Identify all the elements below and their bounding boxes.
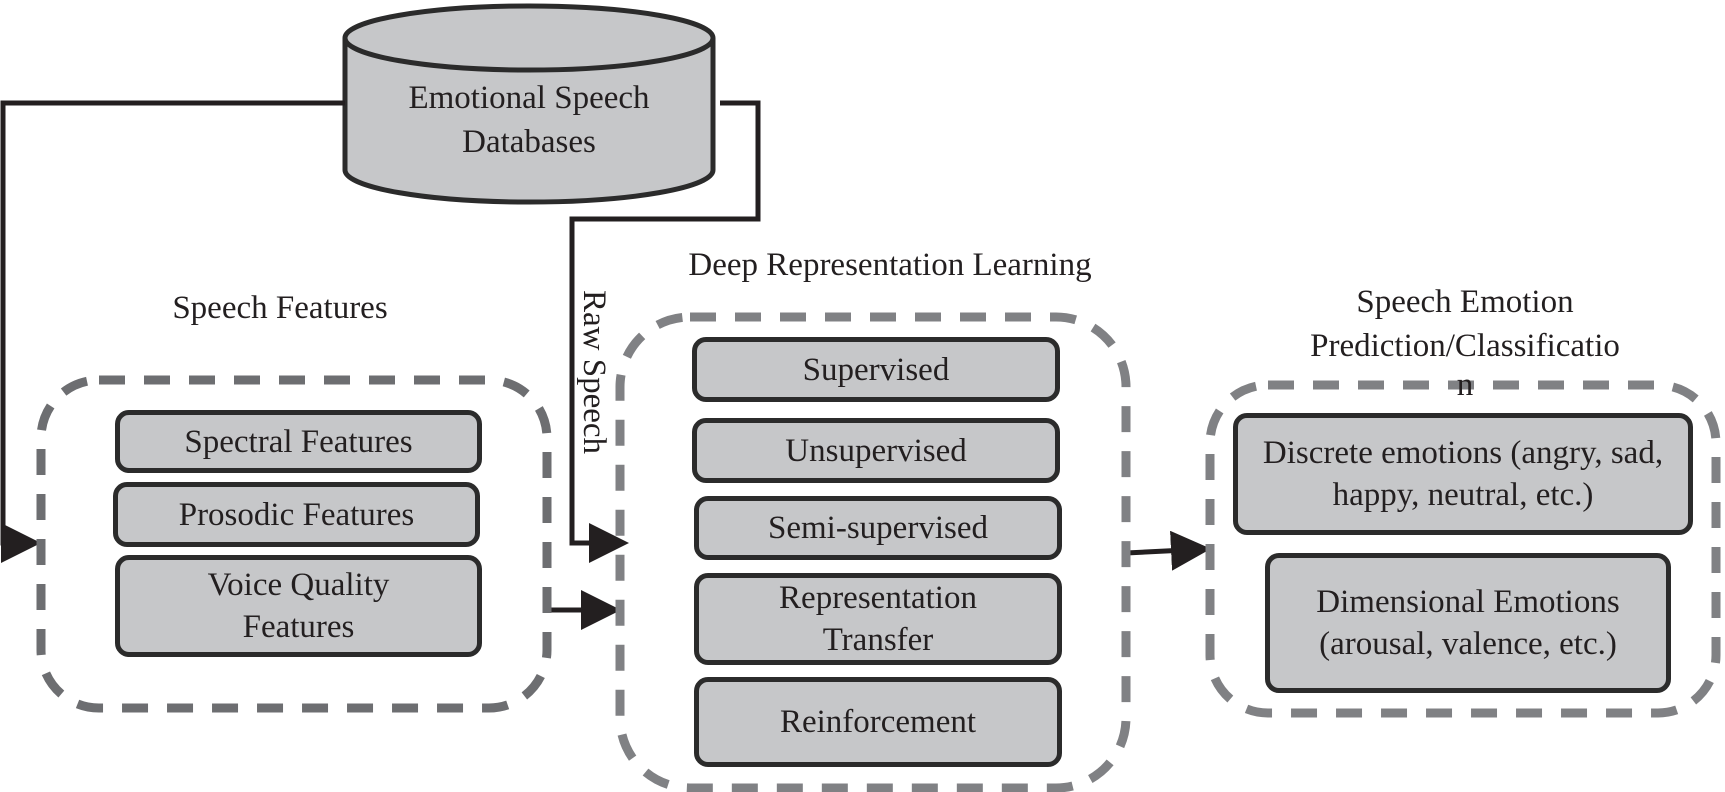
feature-box-prosodic: Prosodic Features [113,482,480,547]
method-box-reinforcement: Reinforcement [694,677,1062,767]
prediction-title-line2: Prediction/Classificatio [1310,328,1620,364]
database-cylinder [342,3,716,205]
method-box-supervised: Supervised [692,337,1060,402]
method-box-unsupervised: Unsupervised [692,418,1060,483]
database-label: Emotional Speech Databases [345,76,713,164]
output-box-dimensional: Dimensional Emotions (arousal, valence, … [1265,553,1671,693]
prediction-title-line3: n [1456,367,1474,403]
feature-box-voice-quality: Voice Quality Features [115,555,482,657]
prediction-title: Speech Emotion Prediction/Classificatio … [1240,280,1690,402]
output-box-discrete: Discrete emotions (angry, sad, happy, ne… [1233,413,1693,535]
feature-box-spectral: Spectral Features [115,410,482,473]
speech-features-group [36,375,552,713]
connector-deep-to-prediction [1125,530,1211,571]
deep-learning-group [615,312,1131,792]
database-label-line1: Emotional Speech [408,80,650,116]
raw-speech-label: Raw Speech [576,290,612,455]
speech-features-title: Speech Features [172,290,388,326]
connector-raw-speech [569,100,761,563]
database-label-line2: Databases [462,124,596,160]
connector-db-to-features [0,100,345,563]
prediction-title-line1: Speech Emotion [1356,284,1574,320]
prediction-group [1205,380,1721,718]
method-box-semi-supervised: Semi-supervised [694,496,1062,560]
deep-learning-title: Deep Representation Learning [688,247,1092,283]
method-box-representation-transfer: Representation Transfer [694,573,1062,665]
